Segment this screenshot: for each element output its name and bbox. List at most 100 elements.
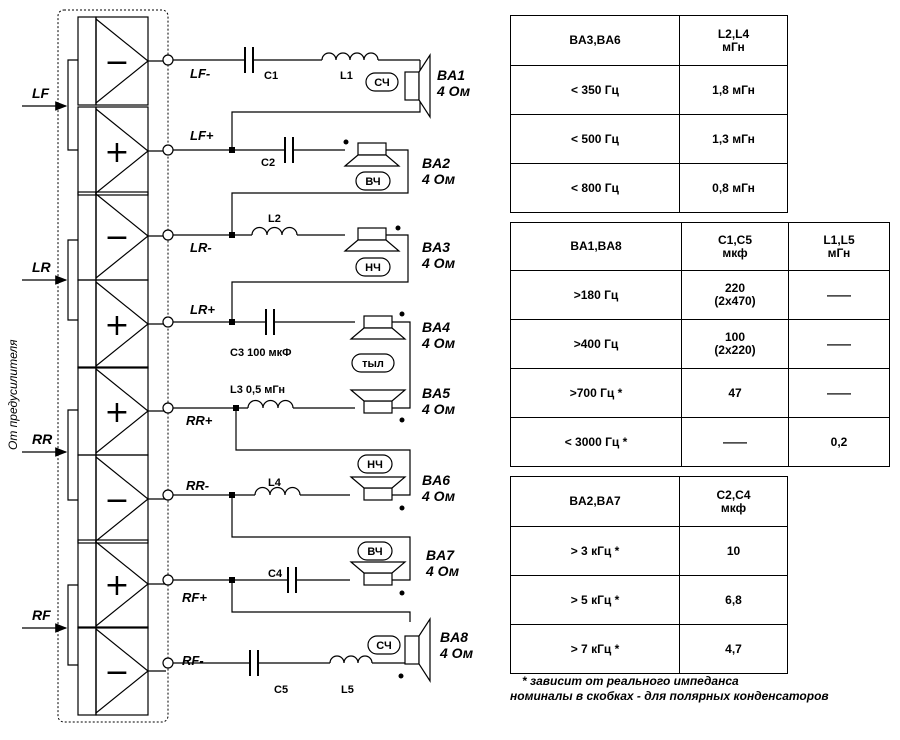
table2-cell: >180 Гц: [510, 270, 682, 320]
label-c5: C5: [274, 684, 288, 696]
label-c1: C1: [264, 70, 278, 82]
table2-cell: 220(2x470): [681, 270, 789, 320]
speaker-badges: [351, 72, 401, 655]
table2-cell: 0,2: [788, 417, 890, 467]
speaker-impedance: 4 Ом: [421, 335, 456, 351]
speaker-impedance: 4 Ом: [439, 645, 474, 661]
speaker-ba2-icon: [343, 142, 401, 167]
amp-block: −: [77, 191, 166, 281]
wiring: [172, 52, 421, 664]
speaker-ba5-icon: [349, 389, 407, 414]
label-c2: C2: [261, 157, 275, 169]
table3-cell: > 7 кГц *: [510, 624, 680, 674]
table2-cell: ——: [788, 319, 890, 369]
table1-cell: 1,3 мГн: [679, 114, 788, 164]
speaker-impedance: 4 Ом: [421, 171, 456, 187]
output-label-lf-plus: LF+: [190, 128, 214, 143]
amp-sign: −: [104, 45, 129, 80]
table1-header-left: BA3,BA6: [510, 15, 680, 66]
input-arrows: [22, 101, 68, 633]
speaker-impedance: 4 Ом: [421, 488, 456, 504]
output-terminal: [162, 54, 174, 66]
table2-cell: < 3000 Гц *: [510, 417, 682, 467]
table3-cell: 4,7: [679, 624, 788, 674]
badge-nch-2: НЧ: [367, 459, 383, 471]
table2-cell: ——: [788, 368, 890, 418]
amp-block: −: [77, 626, 166, 716]
speaker-name: BA2: [422, 155, 450, 171]
polarity-dots: [343, 139, 405, 679]
amp-block: +: [77, 539, 166, 629]
footnote-polar: номиналы в скобках - для полярных конден…: [510, 689, 829, 703]
side-label: От предусилителя: [6, 339, 20, 450]
table2-cell: ——: [681, 417, 789, 467]
output-terminal: [162, 489, 174, 501]
junctions: [229, 147, 239, 583]
speaker-name: BA8: [440, 629, 468, 645]
output-label-rr-minus: RR-: [186, 478, 209, 493]
table2-cell: >400 Гц: [510, 319, 682, 369]
amp-block: +: [77, 366, 166, 456]
output-terminals: [162, 54, 174, 669]
badge-vch-1: ВЧ: [365, 176, 380, 188]
table2-cell: 100(2x220): [681, 319, 789, 369]
speaker-ba7-icon: [349, 561, 407, 586]
output-label-lr-plus: LR+: [190, 302, 215, 317]
speaker-ba1-icon: [404, 71, 420, 101]
badge-sch-1: СЧ: [374, 77, 389, 89]
table3-header-left: BA2,BA7: [510, 476, 680, 527]
output-label-lr-minus: LR-: [190, 240, 212, 255]
speaker-name: BA6: [422, 472, 450, 488]
output-terminal: [162, 316, 174, 328]
input-label-rf: RF: [32, 607, 51, 623]
output-label-rf-minus: RF-: [182, 653, 204, 668]
label-l3: L3 0,5 мГн: [230, 384, 285, 396]
label-c4: C4: [268, 568, 283, 580]
table2-cell: 47: [681, 368, 789, 418]
output-label-lf-minus: LF-: [190, 66, 210, 81]
badge-tyl: тыл: [362, 358, 384, 370]
speaker-impedance: 4 Ом: [421, 401, 456, 417]
input-label-rr: RR: [32, 431, 53, 447]
amp-sign: −: [104, 483, 129, 518]
speaker-impedance: 4 Ом: [425, 563, 460, 579]
table1-cell: < 350 Гц: [510, 65, 680, 115]
speaker-name: BA5: [422, 385, 450, 401]
output-terminal: [162, 402, 174, 414]
badge-vch-2: ВЧ: [367, 546, 382, 558]
speaker-ba3-icon: [343, 227, 401, 252]
amp-block: −: [77, 16, 166, 106]
amp-enclosure: [57, 9, 169, 723]
input-label-lr: LR: [32, 259, 52, 275]
output-terminal: [162, 144, 174, 156]
table2-cell: ——: [788, 270, 890, 320]
amp-sign: −: [104, 655, 129, 690]
amp-block: −: [77, 454, 166, 544]
label-l4: L4: [268, 477, 282, 489]
amp-sign: +: [104, 135, 129, 170]
table2-header-left: BA1,BA8: [510, 222, 682, 271]
speaker-impedance: 4 Ом: [421, 255, 456, 271]
capacitors: [244, 47, 297, 676]
label-c3: C3 100 мкФ: [230, 347, 292, 359]
input-label-lf: LF: [32, 85, 50, 101]
label-l5: L5: [341, 684, 354, 696]
table1-cell: 0,8 мГн: [679, 163, 788, 213]
table1-cell: < 500 Гц: [510, 114, 680, 164]
badge-sch-2: СЧ: [376, 640, 391, 652]
amp-block: +: [77, 106, 166, 196]
badge-nch-1: НЧ: [365, 262, 381, 274]
output-terminal: [162, 229, 174, 241]
speaker-name: BA3: [422, 239, 450, 255]
output-label-rr-plus: RR+: [186, 413, 213, 428]
label-l1: L1: [340, 70, 353, 82]
amplifier-blocks: −+−++−+−: [77, 16, 166, 716]
amp-sign: −: [104, 220, 129, 255]
speaker-name: BA1: [437, 67, 465, 83]
